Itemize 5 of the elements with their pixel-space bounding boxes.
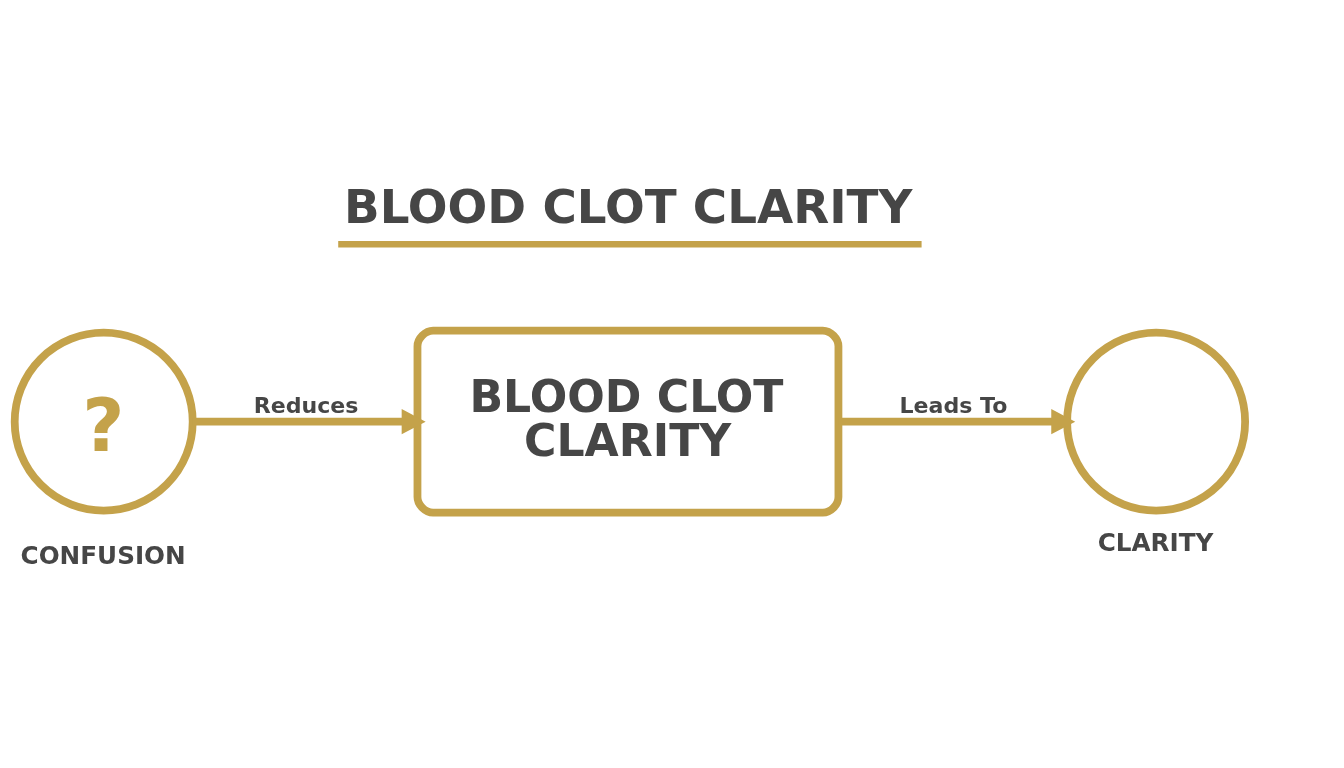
node-label: CONFUSION xyxy=(20,540,186,570)
diagram-title: BLOOD CLOT CLARITY xyxy=(344,179,913,234)
edge-label: Reduces xyxy=(253,392,359,418)
edge-label: Leads To xyxy=(899,392,1008,418)
node-label: CLARITY xyxy=(1097,527,1214,557)
